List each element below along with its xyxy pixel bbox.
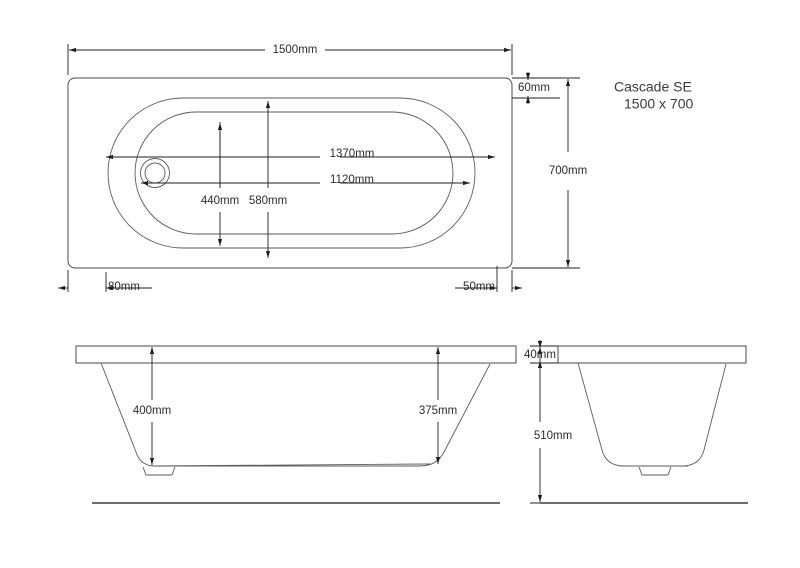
title-block: Cascade SE 1500 x 700 bbox=[614, 79, 693, 112]
dimension-label-1370: 1370mm bbox=[330, 148, 375, 160]
title-product-name: Cascade SE bbox=[614, 79, 692, 95]
end-elevation-rim bbox=[557, 345, 747, 364]
dimension-label-400: 400mm bbox=[133, 405, 171, 417]
dimension-right-margin: 50mm bbox=[455, 266, 522, 293]
dimension-inner-length-lower: 1120mm bbox=[141, 174, 470, 186]
waste-outlet-outer-circle bbox=[140, 158, 170, 188]
plan-bowl-inner bbox=[134, 111, 454, 235]
dimension-depth-left: 400mm bbox=[133, 347, 171, 465]
dimension-label-700: 700mm bbox=[549, 165, 587, 177]
dimension-label-1500: 1500mm bbox=[273, 44, 318, 56]
dimension-label-375: 375mm bbox=[419, 405, 457, 417]
title-product-size: 1500 x 700 bbox=[624, 96, 693, 112]
plan-bowl-outer bbox=[107, 97, 476, 249]
dimension-label-60: 60mm bbox=[518, 82, 550, 94]
end-elevation-bowl-profile bbox=[577, 362, 727, 467]
front-elevation-waste-detail bbox=[142, 466, 176, 476]
end-elevation-view: 40mm 510mm bbox=[524, 340, 748, 504]
dimension-label-510: 510mm bbox=[534, 430, 572, 442]
dimension-label-1120: 1120mm bbox=[330, 174, 374, 186]
dimension-overall-length: 1500mm bbox=[67, 44, 513, 75]
waste-outlet-inner-circle bbox=[144, 162, 166, 184]
dimension-waste-offset: 440mm bbox=[201, 122, 239, 246]
dimension-label-580: 580mm bbox=[249, 195, 287, 207]
plan-outer-rim bbox=[67, 77, 513, 269]
dimension-label-50: 50mm bbox=[463, 281, 495, 293]
plan-view: 1500mm 60mm 700mm 13 bbox=[58, 44, 587, 293]
dimension-left-margin: 80mm bbox=[58, 270, 152, 293]
dimension-overall-width: 700mm bbox=[512, 77, 587, 269]
dimension-inner-length-upper: 1370mm bbox=[106, 148, 495, 160]
front-elevation-bowl-profile bbox=[100, 362, 491, 467]
dimension-depth-right: 375mm bbox=[419, 347, 457, 464]
dimension-label-80: 80mm bbox=[108, 281, 140, 293]
dimension-overall-height: 510mm bbox=[530, 345, 572, 504]
front-elevation-floor-line bbox=[151, 463, 431, 467]
front-elevation-rim bbox=[75, 345, 517, 364]
dimension-rim-width: 60mm bbox=[512, 72, 560, 104]
end-elevation-waste-detail bbox=[638, 466, 672, 476]
dimension-rim-thickness: 40mm bbox=[524, 340, 558, 369]
front-elevation-view: 400mm 375mm bbox=[75, 345, 517, 504]
dimension-inner-offset: 580mm bbox=[249, 101, 287, 258]
dimension-label-440: 440mm bbox=[201, 195, 239, 207]
